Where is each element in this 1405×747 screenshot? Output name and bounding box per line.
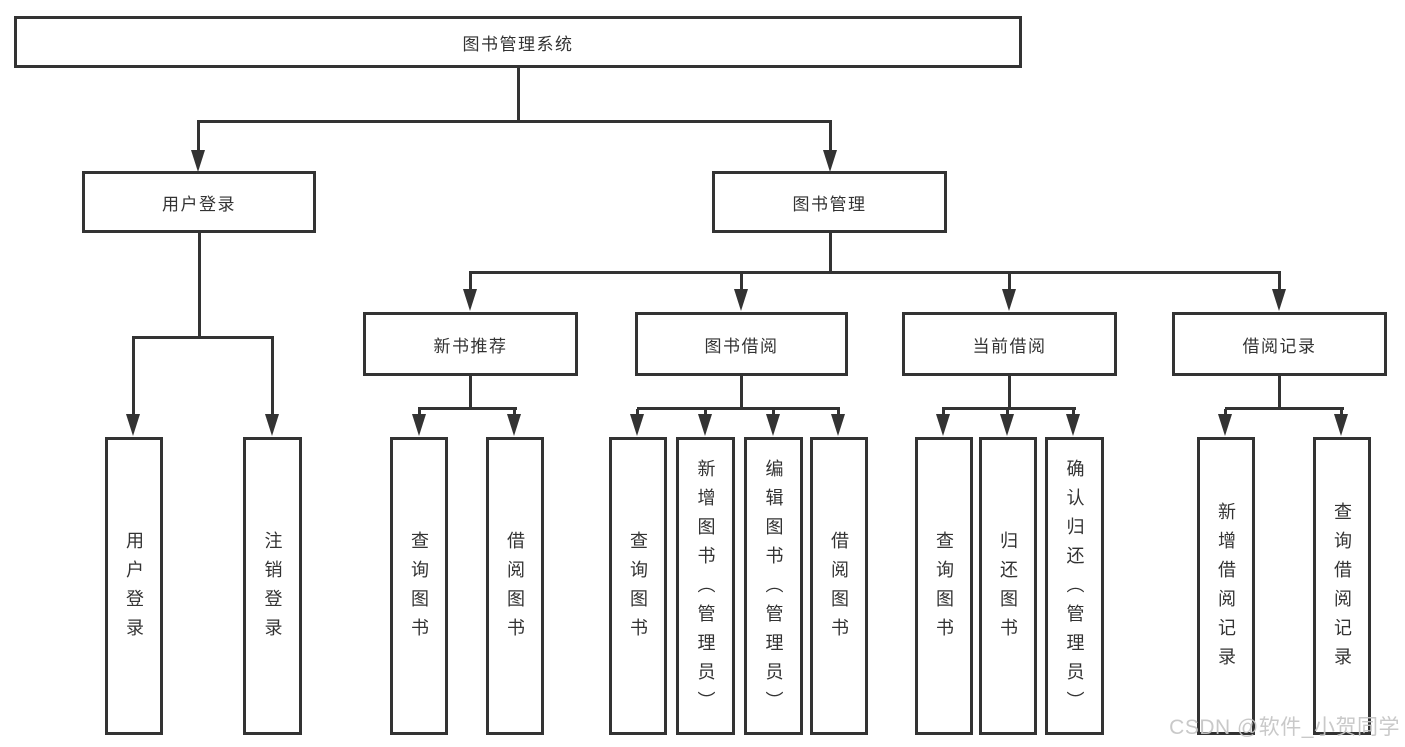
- arrow-down-icon: [412, 414, 426, 436]
- connector-line: [1006, 409, 1009, 417]
- connector-line: [197, 121, 200, 152]
- node-leaf-query-books-3: 查询图书: [915, 437, 973, 735]
- connector-line: [740, 273, 743, 291]
- connector-line: [1278, 376, 1281, 409]
- arrow-down-icon: [265, 414, 279, 436]
- connector-line: [837, 409, 840, 417]
- node-leaf-add-book-admin: 新增图书（管理员）: [676, 437, 735, 735]
- node-user-login: 用户登录: [82, 171, 316, 233]
- connector-line: [517, 66, 520, 122]
- node-new-book-recommend: 新书推荐: [363, 312, 578, 376]
- arrow-down-icon: [1000, 414, 1014, 436]
- connector-line: [132, 338, 135, 416]
- node-leaf-confirm-return-admin: 确认归还（管理员）: [1045, 437, 1104, 735]
- arrow-down-icon: [1002, 289, 1016, 311]
- connector-line: [469, 273, 472, 291]
- node-leaf-add-borrow-record: 新增借阅记录: [1197, 437, 1255, 735]
- connector-line: [469, 271, 1281, 274]
- connector-line: [942, 409, 945, 417]
- connector-line: [418, 407, 517, 410]
- connector-line: [829, 233, 832, 273]
- node-book-management: 图书管理: [712, 171, 947, 233]
- arrow-down-icon: [1334, 414, 1348, 436]
- node-leaf-borrow-books-1: 借阅图书: [486, 437, 544, 735]
- connector-line: [197, 120, 832, 123]
- node-leaf-edit-book-admin: 编辑图书（管理员）: [744, 437, 803, 735]
- watermark: CSDN @软件_小贺同学: [1169, 716, 1400, 739]
- connector-line: [636, 409, 639, 417]
- connector-line: [829, 121, 832, 152]
- connector-line: [132, 336, 274, 339]
- arrow-down-icon: [734, 289, 748, 311]
- arrow-down-icon: [191, 150, 205, 172]
- connector-line: [418, 409, 421, 417]
- node-leaf-borrow-books-2: 借阅图书: [810, 437, 868, 735]
- arrow-down-icon: [766, 414, 780, 436]
- node-leaf-user-login: 用户登录: [105, 437, 163, 735]
- connector-line: [1224, 409, 1227, 417]
- node-root: 图书管理系统: [14, 16, 1022, 68]
- connector-line: [1278, 273, 1281, 291]
- arrow-down-icon: [1272, 289, 1286, 311]
- node-leaf-logout: 注销登录: [243, 437, 302, 735]
- node-book-borrow: 图书借阅: [635, 312, 848, 376]
- node-current-borrow: 当前借阅: [902, 312, 1117, 376]
- connector-line: [513, 409, 516, 417]
- connector-line: [1072, 409, 1075, 417]
- connector-line: [704, 409, 707, 417]
- connector-line: [942, 407, 1076, 410]
- node-leaf-query-books-2: 查询图书: [609, 437, 667, 735]
- node-leaf-return-book: 归还图书: [979, 437, 1037, 735]
- arrow-down-icon: [126, 414, 140, 436]
- arrow-down-icon: [698, 414, 712, 436]
- node-leaf-query-books-1: 查询图书: [390, 437, 448, 735]
- connector-line: [469, 376, 472, 409]
- connector-line: [1340, 409, 1343, 417]
- node-borrow-records: 借阅记录: [1172, 312, 1387, 376]
- arrow-down-icon: [1218, 414, 1232, 436]
- arrow-down-icon: [1066, 414, 1080, 436]
- connector-line: [271, 338, 274, 416]
- arrow-down-icon: [463, 289, 477, 311]
- arrow-down-icon: [823, 150, 837, 172]
- connector-line: [740, 376, 743, 409]
- connector-line: [1008, 273, 1011, 291]
- arrow-down-icon: [630, 414, 644, 436]
- arrow-down-icon: [936, 414, 950, 436]
- arrow-down-icon: [507, 414, 521, 436]
- connector-line: [198, 233, 201, 339]
- connector-line: [1225, 407, 1344, 410]
- connector-line: [772, 409, 775, 417]
- connector-line: [1008, 376, 1011, 409]
- node-leaf-query-borrow-record: 查询借阅记录: [1313, 437, 1371, 735]
- connector-line: [637, 407, 840, 410]
- arrow-down-icon: [831, 414, 845, 436]
